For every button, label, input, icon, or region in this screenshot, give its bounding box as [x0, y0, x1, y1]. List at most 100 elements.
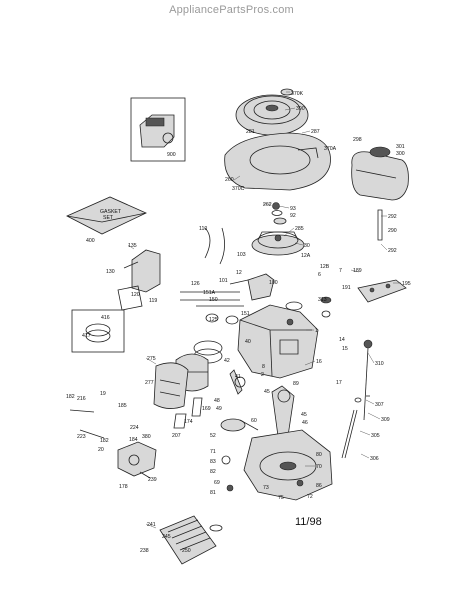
part-label: 45: [264, 389, 270, 395]
part-label: 300: [396, 151, 405, 157]
part-label: 178: [119, 484, 128, 490]
part-label: 216: [77, 396, 86, 402]
part-label: 417: [82, 333, 91, 339]
part-label: 900: [167, 152, 176, 158]
flywheel-nut: [271, 202, 287, 225]
part-label: 313: [318, 297, 327, 303]
part-label: 189: [353, 268, 362, 274]
part-label: 307: [375, 402, 384, 408]
carburetor: [117, 441, 157, 479]
part-label: 310: [375, 361, 384, 367]
part-label: 126: [191, 281, 200, 287]
part-label: 101: [219, 278, 228, 284]
part-label: 30: [304, 243, 310, 249]
valves: [180, 291, 244, 325]
part-label: 72: [307, 494, 313, 500]
part-label: 185: [118, 403, 127, 409]
part-label: 12: [236, 270, 242, 276]
part-label: 370K: [291, 91, 304, 97]
part-label: 14: [339, 337, 345, 343]
part-label: 290: [388, 228, 397, 234]
part-label: 250: [182, 548, 191, 554]
part-label: 93: [290, 206, 296, 212]
part-label: 245: [162, 534, 171, 540]
part-labels: 370K 390 281 287 370A 260 370C 298 301 3…: [66, 91, 411, 554]
part-label: 92: [290, 213, 296, 219]
part-label: 125: [209, 317, 218, 323]
part-label: 182: [100, 438, 109, 444]
part-label: 89: [293, 381, 299, 387]
part-label: 301: [396, 144, 405, 150]
part-label: 380: [142, 434, 151, 440]
part-label: 69: [214, 480, 220, 486]
part-label: 191: [342, 285, 351, 291]
part-label: 83: [210, 459, 216, 465]
part-label: 71: [210, 449, 216, 455]
part-label: 100: [269, 280, 278, 286]
flywheel: [251, 231, 305, 256]
crankcase-sump: [243, 429, 333, 501]
part-label: 241: [147, 522, 156, 528]
part-label: 390: [296, 106, 305, 112]
part-label: 15: [342, 346, 348, 352]
fuel-tank: [351, 146, 409, 201]
part-label: 70: [316, 464, 322, 470]
small-hardware: [123, 209, 383, 492]
gasket-set-label-2: SET: [103, 215, 114, 221]
part-label: 8: [262, 364, 265, 370]
part-label: 285: [295, 226, 304, 232]
part-label: 86: [316, 483, 322, 489]
leader-lines: [127, 91, 401, 529]
part-label: 260: [225, 177, 234, 183]
part-label: 223: [77, 434, 86, 440]
governor-parts: [69, 397, 203, 439]
part-label: 262: [263, 202, 272, 208]
part-label: 119: [149, 298, 157, 304]
muffler: [153, 362, 189, 409]
part-label: 370A: [324, 146, 337, 152]
control-bracket: [357, 279, 407, 303]
part-label: 224: [130, 425, 139, 431]
part-label: 7: [339, 268, 342, 274]
part-label: 416: [101, 315, 110, 321]
part-label: 207: [172, 433, 181, 439]
air-filter: [159, 515, 223, 565]
part-label: 306: [370, 456, 379, 462]
part-label: 130: [106, 269, 115, 275]
piston-ring-inset: [71, 309, 125, 353]
part-label: 275: [147, 356, 156, 362]
ignition-armature: [229, 273, 275, 301]
part-label: 292: [388, 248, 397, 254]
part-label: 2: [261, 372, 264, 378]
part-label: 281: [246, 129, 255, 135]
part-label: 82: [210, 469, 216, 475]
part-label: 110: [199, 226, 207, 232]
part-label: 151: [241, 311, 250, 317]
part-label: 41: [235, 374, 241, 380]
part-label: 49: [216, 406, 222, 412]
part-label: 42: [224, 358, 230, 364]
part-label: 45: [301, 412, 307, 418]
part-label: 238: [140, 548, 149, 554]
part-label: 60: [251, 418, 257, 424]
part-label: 81: [210, 490, 216, 496]
oil-fill: [285, 296, 332, 318]
part-label: 182: [66, 394, 75, 400]
crankshaft: [271, 385, 295, 437]
part-label: 151A: [203, 290, 216, 296]
dipstick: [341, 339, 373, 459]
gasket-set-envelope: GASKET SET: [66, 196, 147, 235]
cylinder-block: [237, 304, 319, 379]
part-label: 103: [237, 252, 246, 258]
part-label: 305: [371, 433, 380, 439]
part-label: 277: [145, 380, 154, 386]
part-label: 135: [128, 243, 137, 249]
part-label: 150: [209, 297, 218, 303]
part-label: 75: [278, 495, 284, 501]
diagram-date-code: 11/98: [295, 516, 322, 528]
part-label: 292: [388, 214, 397, 220]
camshaft: [220, 418, 259, 432]
part-label: 46: [302, 420, 308, 426]
part-label: 80: [316, 452, 322, 458]
